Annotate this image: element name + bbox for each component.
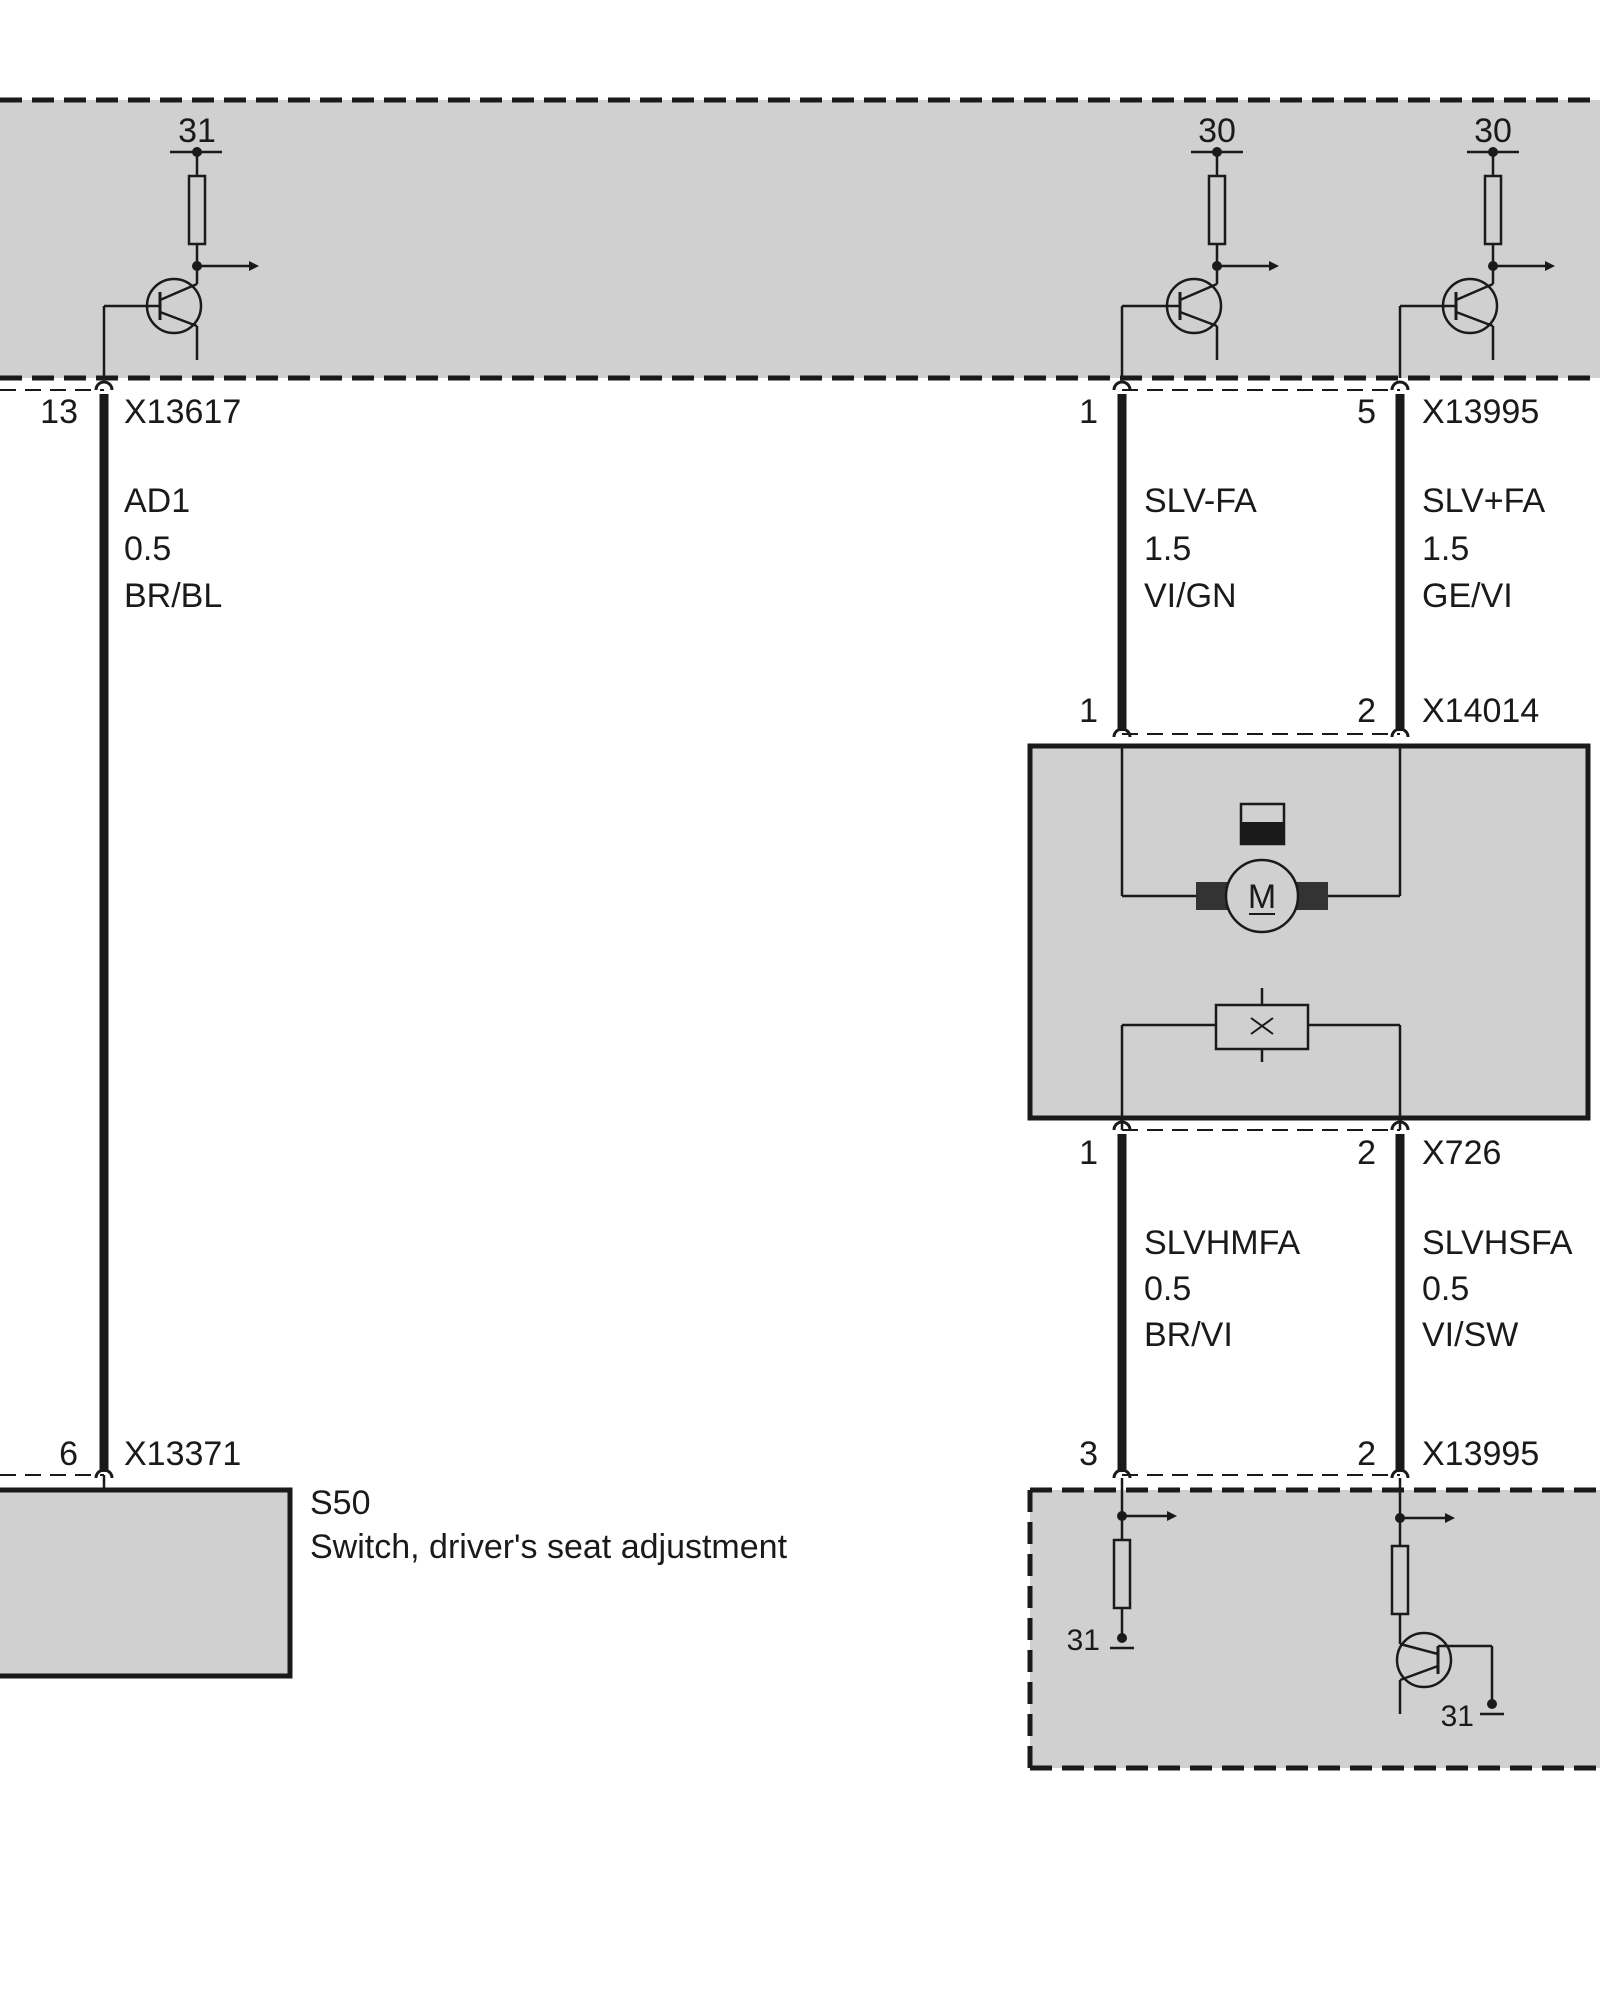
wire-label-slvhmfa: SLVHMFA 0.5 BR/VI: [1144, 1224, 1301, 1354]
ground-label: 31: [1441, 1700, 1474, 1733]
seat-motor-module[interactable]: M: [1027, 743, 1591, 1130]
wire-color: VI/SW: [1422, 1316, 1518, 1354]
output-stage-left: 31: [102, 112, 259, 378]
wire-color: VI/GN: [1144, 577, 1237, 615]
supply-label-30-mid: 30: [1198, 112, 1236, 150]
top-control-module: 31 30: [0, 97, 1600, 381]
wire-label-slvhsfa: SLVHSFA 0.5 VI/SW: [1422, 1224, 1573, 1354]
pin-arc-icon: [94, 1468, 114, 1479]
wire-name: AD1: [124, 482, 190, 520]
pin-number: 6: [59, 1435, 78, 1473]
wire-name: SLVHMFA: [1144, 1224, 1301, 1262]
connector-id: X726: [1422, 1134, 1501, 1172]
pin-arc-icon: [1390, 727, 1410, 738]
supply-label-30-right: 30: [1474, 112, 1512, 150]
pin-number: 1: [1079, 1134, 1098, 1172]
wire-name: SLVHSFA: [1422, 1224, 1573, 1262]
wire-label-ad1: AD1 0.5 BR/BL: [124, 482, 222, 615]
pin-arc-icon: [1390, 380, 1410, 391]
wire-color: BR/BL: [124, 577, 222, 615]
pin-arc-icon: [1112, 380, 1132, 391]
wire-gauge: 0.5: [1144, 1270, 1191, 1308]
wire-gauge: 0.5: [1422, 1270, 1469, 1308]
wire-gauge: 0.5: [124, 530, 171, 568]
pin-number: 3: [1079, 1435, 1098, 1473]
transistor-icon: [1120, 266, 1223, 378]
pin-number: 1: [1079, 393, 1098, 431]
component-code: S50: [310, 1484, 371, 1522]
wire-slv-minus-fa[interactable]: [1112, 380, 1132, 738]
connector-id: X13617: [124, 393, 241, 431]
wire-label-slv-plus-fa: SLV+FA 1.5 GE/VI: [1422, 482, 1545, 615]
wire-slv-plus-fa[interactable]: [1390, 380, 1410, 738]
wire-color: GE/VI: [1422, 577, 1513, 615]
bottom-right-module: 31 31: [1027, 1478, 1600, 1771]
transistor-icon: [1395, 1631, 1494, 1714]
top-module-body: [0, 100, 1600, 378]
pin-number: 2: [1357, 1435, 1376, 1473]
pin-number: 13: [40, 393, 78, 431]
wire-slvhmfa[interactable]: [1112, 1120, 1132, 1479]
pin-number: 2: [1357, 1134, 1376, 1172]
transistor-icon: [1398, 266, 1499, 378]
wire-color: BR/VI: [1144, 1316, 1233, 1354]
supply-label-31: 31: [178, 112, 216, 150]
pin-arc-icon: [1390, 1468, 1410, 1479]
pin-number: 5: [1357, 393, 1376, 431]
pin-arc-icon: [1112, 727, 1132, 738]
connector-id: X13995: [1422, 393, 1539, 431]
transistor-icon: [102, 266, 203, 378]
connector-housings: [0, 389, 1400, 1476]
connector-id: X13371: [124, 1435, 241, 1473]
wire-gauge: 1.5: [1144, 530, 1191, 568]
switch-body: [0, 1487, 293, 1679]
pin-number: 1: [1079, 692, 1098, 730]
motor-icon: M: [1196, 858, 1328, 934]
bottom-module-body: [1030, 1490, 1600, 1768]
switch-s50[interactable]: [0, 1475, 293, 1679]
input-stage-left: 31: [1067, 1478, 1177, 1657]
pin-arc-icon: [1112, 1468, 1132, 1479]
output-stage-right: 30: [1398, 112, 1555, 378]
ground-label: 31: [1067, 1624, 1100, 1657]
wire-name: SLV-FA: [1144, 482, 1257, 520]
connector-id: X13995: [1422, 1435, 1539, 1473]
pin-number: 2: [1357, 692, 1376, 730]
wire-ad1[interactable]: [94, 380, 114, 1479]
wire-slvhsfa[interactable]: [1390, 1120, 1410, 1479]
connector-id: X14014: [1422, 692, 1539, 730]
wire-gauge: 1.5: [1422, 530, 1469, 568]
wire-name: SLV+FA: [1422, 482, 1545, 520]
pin-arc-icon: [94, 380, 114, 391]
wire-label-slv-minus-fa: SLV-FA 1.5 VI/GN: [1144, 482, 1257, 615]
seat-position-icon: [1239, 802, 1286, 846]
hall-sensor-icon: [1214, 988, 1310, 1062]
input-stage-right: 31: [1390, 1478, 1504, 1733]
component-description: Switch, driver's seat adjustment: [310, 1528, 788, 1566]
output-stage-middle: 30: [1120, 112, 1279, 378]
motor-module-body: [1027, 743, 1591, 1121]
motor-letter: M: [1248, 878, 1276, 916]
